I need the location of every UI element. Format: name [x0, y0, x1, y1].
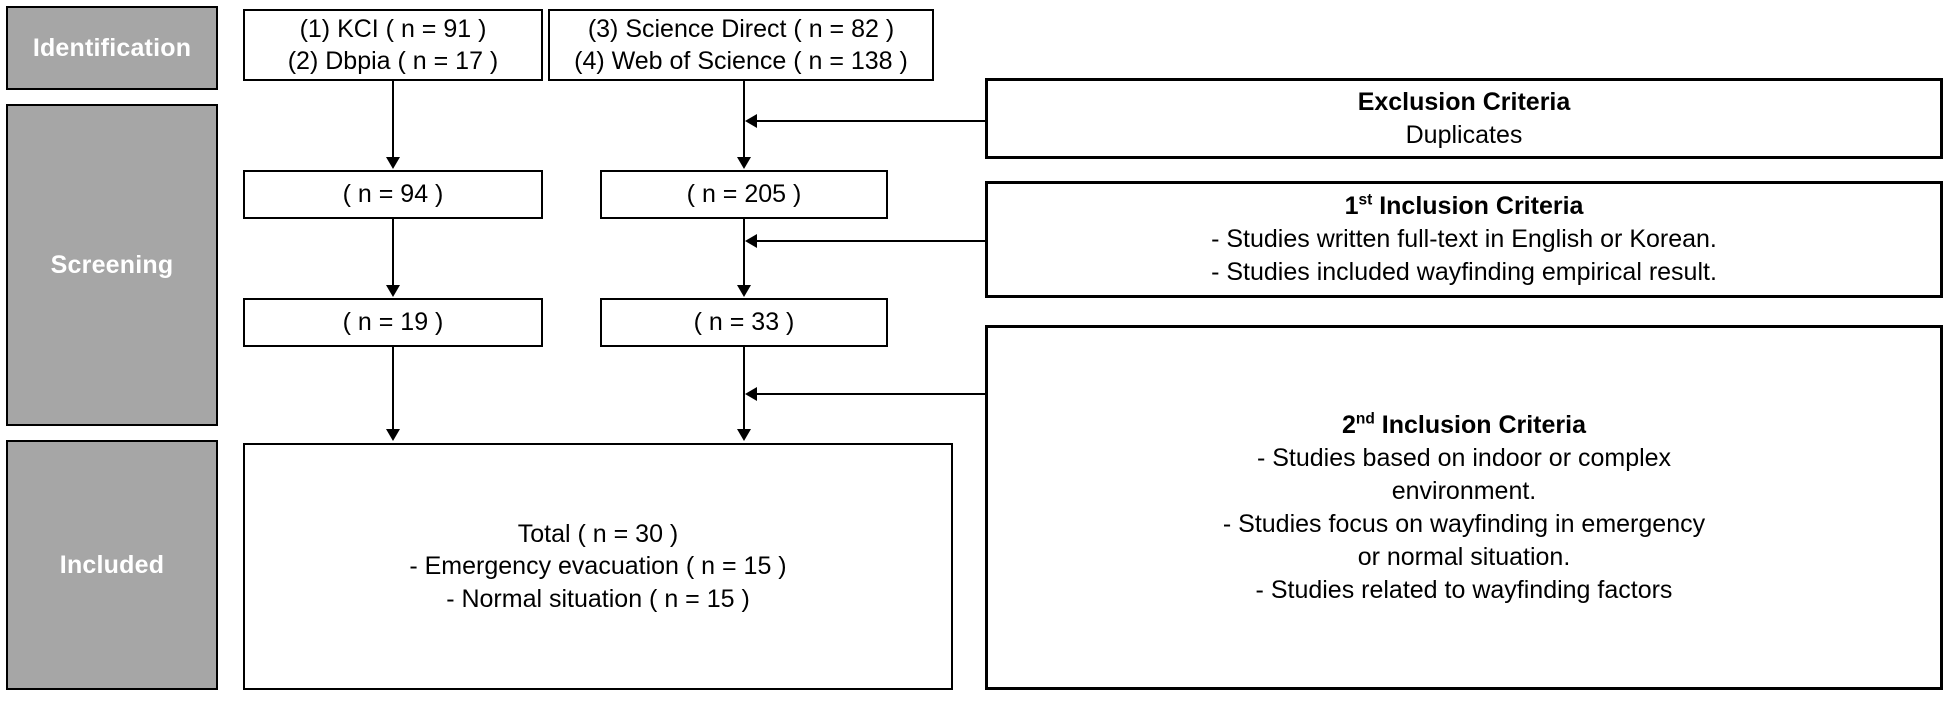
connector-right-stage2-to-total	[743, 347, 745, 431]
source-right-line-1: (3) Science Direct ( n = 82 )	[587, 14, 895, 43]
arrowhead-exclusion-criteria-to-flow	[745, 114, 757, 128]
connector-left-stage2-to-total	[392, 347, 394, 431]
connector-left-source-to-stage1	[392, 81, 394, 159]
inclusion-criteria-2-heading: 2nd Inclusion Criteria	[1342, 409, 1586, 442]
inclusion-criteria-2-heading-ordinal-suffix: nd	[1355, 410, 1375, 428]
inclusion-criteria-1-heading: 1st Inclusion Criteria	[1345, 190, 1584, 223]
inclusion-criteria-1-heading-rest: Inclusion Criteria	[1372, 192, 1584, 220]
arrowhead-right-stage2-to-total	[737, 429, 751, 441]
inclusion-criteria-2-item-2-line-1: - Studies focus on wayfinding in emergen…	[1222, 509, 1706, 538]
source-left-line-2: (2) Dbpia ( n = 17 )	[287, 47, 499, 75]
connector-left-stage1-to-stage2	[392, 219, 394, 287]
phase-label-screening-text: Screening	[50, 250, 174, 279]
source-left-line-1: (1) KCI ( n = 91 )	[299, 14, 487, 43]
screening-right-stage2-text: ( n = 33 )	[693, 308, 795, 337]
inclusion-criteria-1-heading-ordinal-suffix: st	[1358, 191, 1373, 209]
connector-inclusion-criteria-1-to-flow	[757, 240, 985, 242]
phase-label-included-text: Included	[59, 550, 165, 579]
screening-box-left-stage1: ( n = 94 )	[243, 170, 543, 219]
source-box-right: (3) Science Direct ( n = 82 ) (4) Web of…	[548, 9, 934, 81]
phase-label-screening: Screening	[6, 104, 218, 426]
source-right-line-2: (4) Web of Science ( n = 138 )	[574, 47, 908, 75]
arrowhead-inclusion-criteria-2-to-flow	[745, 387, 757, 401]
inclusion-criteria-2-heading-rest: Inclusion Criteria	[1374, 410, 1586, 439]
phase-label-identification-text: Identification	[32, 33, 192, 62]
phase-label-included: Included	[6, 440, 218, 690]
screening-left-stage2-text: ( n = 19 )	[342, 308, 444, 337]
inclusion-criteria-2-item-3: - Studies related to wayfinding factors	[1255, 575, 1673, 604]
screening-box-right-stage1: ( n = 205 )	[600, 170, 888, 219]
inclusion-criteria-2-item-2-line-2: or normal situation.	[1357, 542, 1571, 571]
arrowhead-left-stage1-to-stage2	[386, 285, 400, 297]
inclusion-criteria-2-item-1-line-2: environment.	[1391, 476, 1537, 505]
inclusion-criteria-1-item-1: - Studies written full-text in English o…	[1211, 225, 1717, 253]
inclusion-criteria-2-heading-number: 2	[1341, 410, 1356, 439]
exclusion-criteria-heading: Exclusion Criteria	[1357, 88, 1571, 116]
inclusion-criteria-2-item-1-line-1: - Studies based on indoor or complex	[1256, 443, 1672, 472]
inclusion-criteria-1-heading-number: 1	[1344, 192, 1359, 220]
screening-left-stage1-text: ( n = 94 )	[342, 180, 444, 209]
arrowhead-right-stage1-to-stage2	[737, 285, 751, 297]
arrowhead-inclusion-criteria-1-to-flow	[745, 234, 757, 248]
screening-box-right-stage2: ( n = 33 )	[600, 298, 888, 347]
included-total-box: Total ( n = 30 ) - Emergency evacuation …	[243, 443, 953, 690]
arrowhead-left-source-to-stage1	[386, 157, 400, 169]
included-line-normal: - Normal situation ( n = 15 )	[446, 584, 750, 613]
inclusion-criteria-2-box: 2nd Inclusion Criteria - Studies based o…	[985, 325, 1943, 690]
included-line-emergency: - Emergency evacuation ( n = 15 )	[409, 552, 787, 581]
included-line-total: Total ( n = 30 )	[517, 519, 679, 548]
exclusion-criteria-box: Exclusion Criteria Duplicates	[985, 78, 1943, 159]
source-box-left: (1) KCI ( n = 91 ) (2) Dbpia ( n = 17 )	[243, 9, 543, 81]
screening-box-left-stage2: ( n = 19 )	[243, 298, 543, 347]
screening-right-stage1-text: ( n = 205 )	[686, 180, 802, 209]
connector-right-stage1-to-stage2	[743, 219, 745, 287]
exclusion-criteria-item-1: Duplicates	[1405, 120, 1523, 149]
inclusion-criteria-1-box: 1st Inclusion Criteria - Studies written…	[985, 181, 1943, 298]
connector-right-source-to-stage1	[743, 81, 745, 159]
arrowhead-left-stage2-to-total	[386, 429, 400, 441]
arrowhead-right-source-to-stage1	[737, 157, 751, 169]
connector-exclusion-criteria-to-flow	[757, 120, 985, 122]
inclusion-criteria-1-item-2: - Studies included wayfinding empirical …	[1211, 258, 1717, 286]
connector-inclusion-criteria-2-to-flow	[757, 393, 985, 395]
phase-label-identification: Identification	[6, 6, 218, 90]
